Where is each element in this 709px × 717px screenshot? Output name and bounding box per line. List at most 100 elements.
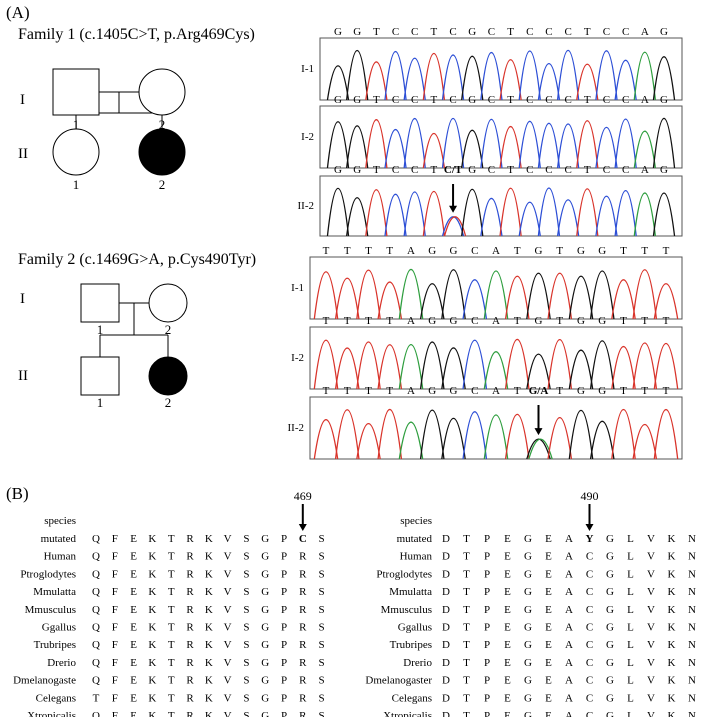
residue: R [186, 586, 194, 598]
residue: V [647, 586, 655, 598]
residue: K [205, 657, 213, 669]
residue: E [130, 692, 137, 704]
base-call: T [344, 245, 351, 257]
trace-peak [633, 51, 657, 101]
trace-peak [568, 275, 594, 320]
base-call: T [641, 245, 648, 257]
trace-peak [611, 408, 636, 460]
base-call: T [620, 315, 627, 327]
variant-peak [528, 438, 553, 460]
residue: P [484, 675, 490, 687]
base-call: T [373, 164, 380, 176]
species-name: Celegans [392, 692, 432, 704]
track-label: II-2 [298, 200, 315, 212]
base-call: T [584, 26, 591, 38]
residue: G [524, 657, 532, 669]
residue: V [647, 657, 655, 669]
residue: G [261, 639, 269, 651]
residue: G [606, 533, 614, 545]
residue: F [112, 533, 118, 545]
trace-peak [504, 338, 530, 390]
residue: F [112, 692, 118, 704]
residue: P [281, 710, 287, 717]
trace-peak [611, 279, 636, 320]
male-symbol [80, 283, 120, 323]
residue: S [319, 639, 325, 651]
residue: G [261, 675, 269, 687]
species-name: Dmelanogaster [365, 675, 432, 687]
trace-peak [441, 54, 465, 101]
residue: N [688, 692, 696, 704]
residue: T [168, 657, 175, 669]
trace-peak [313, 419, 339, 460]
base-call: G [468, 26, 476, 38]
residue: A [565, 657, 573, 669]
species-name: Trubripes [390, 639, 432, 651]
residue: N [688, 551, 696, 563]
residue: T [168, 622, 175, 634]
base-call: G [353, 164, 361, 176]
base-call: C [392, 26, 399, 38]
trace-peak [537, 187, 561, 237]
residue: K [205, 692, 213, 704]
base-call: G [428, 245, 436, 257]
residue: G [524, 692, 532, 704]
residue: G [261, 568, 269, 580]
base-call: C [488, 26, 495, 38]
trace-peak [480, 118, 503, 169]
residue: K [668, 692, 676, 704]
residue: Q [92, 622, 100, 634]
base-call: G [598, 245, 606, 257]
residue: K [668, 639, 676, 651]
residue: Q [92, 533, 100, 545]
base-call: T [507, 164, 514, 176]
trace-peak [345, 197, 369, 237]
variant-arrow-head [534, 428, 543, 436]
base-call: G/A [529, 385, 549, 397]
species-name: Mmulatta [389, 586, 432, 598]
residue: E [504, 586, 511, 598]
residue: C [586, 639, 593, 651]
residue: G [524, 710, 532, 717]
residue: E [504, 568, 511, 580]
residue: E [545, 533, 552, 545]
trace-peak [589, 270, 615, 320]
base-call: A [641, 26, 649, 38]
residue: V [647, 675, 655, 687]
base-call: C [449, 26, 456, 38]
base-call: T [431, 94, 438, 106]
base-call: C [392, 94, 399, 106]
residue: N [688, 568, 696, 580]
base-call: T [365, 385, 372, 397]
residue: E [504, 622, 511, 634]
residue: K [148, 568, 156, 580]
chromatogram-frame [309, 256, 683, 320]
pedigree-member-number: 1 [97, 395, 104, 410]
trace-peak [441, 418, 466, 460]
residue: L [627, 657, 634, 669]
base-call: T [663, 385, 670, 397]
residue: V [224, 622, 232, 634]
residue: R [186, 657, 194, 669]
residue: R [299, 604, 307, 616]
residue: R [299, 586, 307, 598]
position-arrow-head [298, 524, 307, 531]
residue: N [688, 657, 696, 669]
trace-peak [653, 283, 679, 320]
base-call: T [514, 245, 521, 257]
base-call: C [471, 245, 478, 257]
species-name: Drerio [47, 657, 76, 669]
residue: F [112, 710, 118, 717]
trace-peak [526, 272, 551, 320]
base-call: G [334, 94, 342, 106]
residue: E [545, 622, 552, 634]
trace-peak [419, 283, 445, 320]
trace-peak [653, 342, 679, 390]
